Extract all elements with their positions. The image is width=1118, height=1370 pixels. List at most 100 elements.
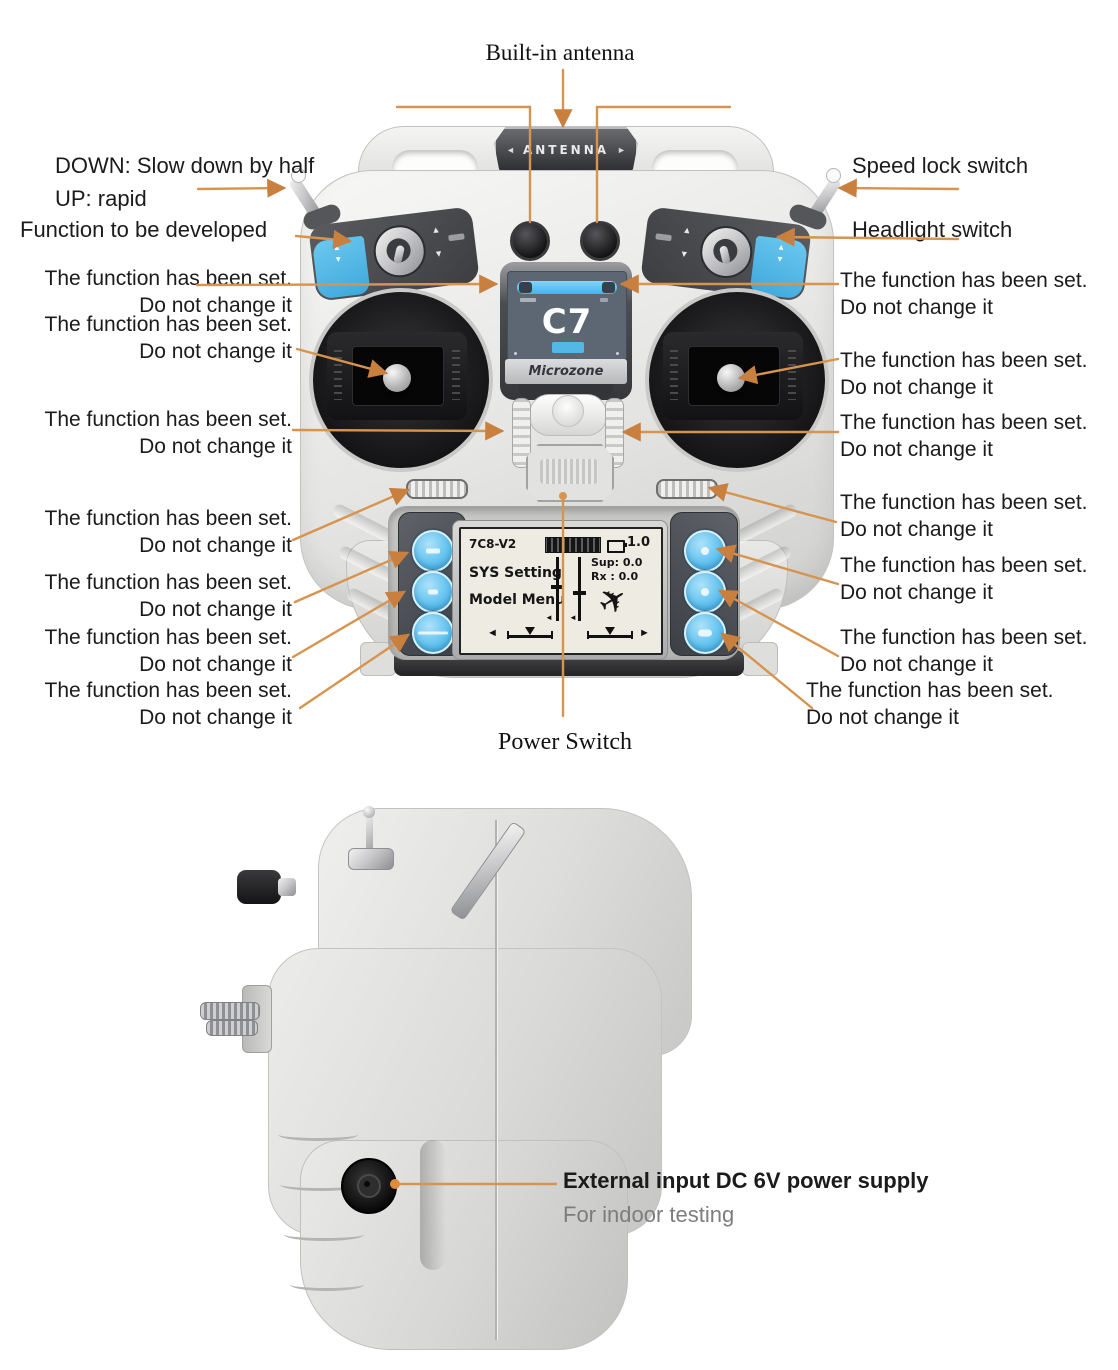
label-dc-power: External input DC 6V power supply (563, 1168, 929, 1193)
label-set-left-7: The function has been set. Do not change… (0, 677, 293, 731)
side-grip-ridge (290, 1278, 364, 1291)
side-grip-ridge (280, 1178, 362, 1191)
label-set-left-5: The function has been set. Do not change… (0, 569, 293, 623)
top-round-button-left[interactable] (510, 221, 550, 261)
left-blue-sticker (311, 235, 371, 300)
lcd-trim-scale-left (507, 635, 553, 638)
lcd-slider-right-knob (573, 591, 586, 595)
right-stick-tip[interactable] (717, 364, 745, 392)
set-label-line1: The function has been set. (44, 679, 293, 702)
speaker-icon: ◄ (569, 613, 577, 622)
button-icon (426, 548, 440, 554)
power-switch-ridges (540, 459, 598, 484)
button-icon (428, 589, 438, 595)
panel-arrow-up-icon: ▲ (682, 224, 693, 236)
side-knob[interactable] (237, 870, 281, 904)
main-screen: C7 (507, 271, 627, 361)
lcd-menu-model: Model Menu (469, 592, 566, 608)
side-grip-ridge (278, 1128, 358, 1141)
right-function-button-3[interactable] (684, 612, 726, 654)
label-headlight: Headlight switch (852, 217, 1013, 242)
label-speed-lock: Speed lock switch (852, 153, 1029, 178)
set-label-line1: The function has been set. (806, 679, 1054, 702)
antenna-badge-label: ANTENNA (522, 143, 610, 157)
set-label-line1: The function has been set. (840, 554, 1088, 577)
set-label-line1: The function has been set. (840, 411, 1088, 434)
side-stick-ball (363, 806, 375, 818)
set-label-line2: Do not change it (139, 340, 292, 363)
side-gimbal-shaft (200, 1002, 260, 1020)
center-trim-left[interactable] (512, 398, 531, 468)
foot-right (742, 642, 778, 676)
screen-small-mark-right (600, 298, 608, 302)
label-set-right-5: The function has been set. Do not change… (840, 552, 1118, 606)
set-label-line1: The function has been set. (840, 349, 1088, 372)
label-set-right-3: The function has been set. Do not change… (840, 409, 1118, 463)
set-label-line2: Do not change it (840, 581, 993, 604)
lcd-battery-value: 1.0 (627, 535, 651, 550)
set-label-line1: The function has been set. (44, 626, 293, 649)
side-stick-nut (348, 848, 394, 870)
label-set-left-3: The function has been set. Do not change… (0, 406, 293, 460)
label-set-right-1: The function has been set. Do not change… (840, 267, 1118, 321)
label-set-left-4: The function has been set. Do not change… (0, 505, 293, 559)
right-stick-trim[interactable] (656, 479, 718, 499)
status-bar-icon-right (602, 282, 615, 293)
left-function-button-1[interactable] (412, 530, 454, 572)
set-label-line1: The function has been set. (840, 269, 1088, 292)
screen-status-bar (517, 281, 617, 294)
side-center-seam (495, 820, 497, 1340)
screen-dot-right (616, 352, 619, 355)
speaker-icon: ◄ (487, 627, 498, 639)
left-stick-trim[interactable] (406, 479, 468, 499)
sticker-arrow-down-icon: ▼ (333, 254, 343, 265)
scale-tick (507, 631, 509, 639)
set-label-line1: The function has been set. (44, 408, 293, 431)
set-label-line2: Do not change it (840, 438, 993, 461)
set-label-line2: Do not change it (139, 294, 292, 317)
sticker-arrow-up-icon: ▲ (332, 242, 342, 253)
right-function-button-2[interactable] (684, 571, 726, 613)
right-gimbal-ticks (670, 350, 678, 400)
side-grip-ridge (284, 1228, 364, 1241)
label-power-switch: Power Switch (498, 729, 632, 755)
brand-strip: Microzone (505, 359, 627, 384)
left-function-button-2[interactable] (412, 571, 454, 613)
set-label-line2: Do not change it (840, 653, 993, 676)
set-label-line2: Do not change it (139, 435, 292, 458)
set-label-line2: Do not change it (840, 376, 993, 399)
set-label-line2: Do not change it (806, 706, 959, 729)
left-shoulder-switch-tip (291, 168, 306, 183)
top-round-button-right[interactable] (580, 221, 620, 261)
label-up-rapid: UP: rapid (55, 186, 147, 211)
set-label-line1: The function has been set. (44, 267, 293, 290)
right-shoulder-switch-tip (826, 168, 841, 183)
sticker-arrow-up-icon: ▲ (776, 242, 786, 253)
speaker-icon: ◄ (545, 613, 553, 622)
lcd-trim-marker-left (525, 627, 535, 635)
status-bar-icon-left (519, 282, 532, 293)
antenna-badge: ◄ ANTENNA ► (494, 127, 638, 173)
lcd-inverted-block (545, 537, 601, 553)
set-label-line2: Do not change it (840, 296, 993, 319)
set-label-line1: The function has been set. (840, 491, 1088, 514)
brand-logo-text: Microzone (528, 364, 604, 379)
lcd-trim-marker-right (605, 627, 615, 635)
button-icon (701, 588, 709, 596)
dc-jack-center (364, 1181, 370, 1187)
scale-tick (587, 631, 589, 639)
screen-small-mark-left (520, 298, 536, 302)
left-function-button-3[interactable] (412, 612, 454, 654)
lcd-slider-right (578, 557, 581, 621)
right-function-button-1[interactable] (684, 530, 726, 572)
lcd-screen: 7C8-V2 1.0 Sup: 0.0 Rx : 0.0 SYS Setting… (459, 527, 663, 655)
lcd-rx-row: Rx : 0.0 (591, 570, 639, 583)
set-label-line2: Do not change it (139, 706, 292, 729)
set-label-line2: Do not change it (139, 534, 292, 557)
left-stick-tip[interactable] (383, 364, 411, 392)
set-label-line2: Do not change it (840, 518, 993, 541)
label-set-right-2: The function has been set. Do not change… (840, 347, 1118, 401)
label-set-right-7: The function has been set. Do not change… (806, 677, 1106, 731)
label-function-developed: Function to be developed (20, 217, 268, 242)
label-builtin-antenna: Built-in antenna (485, 40, 635, 65)
